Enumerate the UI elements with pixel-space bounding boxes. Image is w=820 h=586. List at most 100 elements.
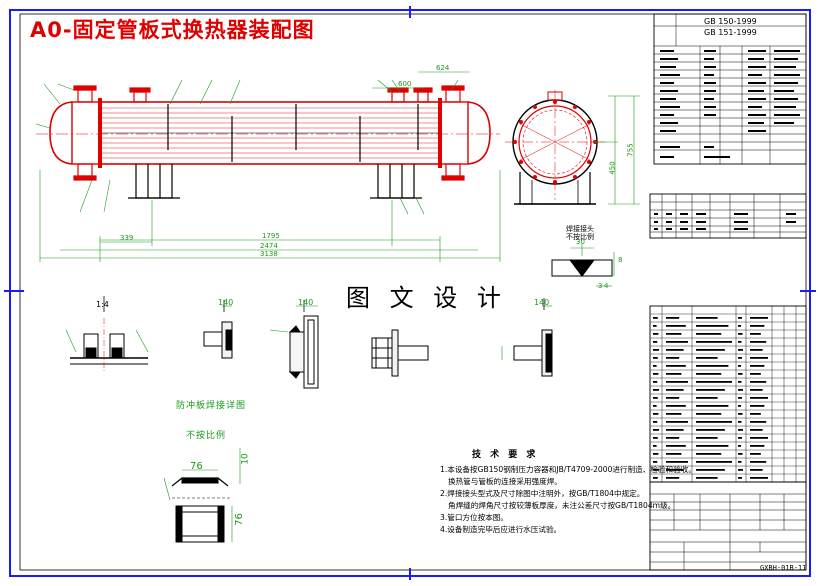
dim-1795: 1795	[262, 232, 280, 240]
detail-bolt-assembly	[371, 329, 429, 377]
dim-755: 755	[626, 143, 635, 157]
dim-624: 624	[436, 64, 450, 72]
parts-list-cell-mark	[696, 477, 718, 479]
left-head	[49, 101, 73, 165]
drawing-number: GXBH-01B-11	[760, 564, 807, 572]
parts-list-cell-mark	[653, 341, 658, 343]
parts-list-cell-mark	[666, 469, 684, 471]
parts-list-cell-mark	[738, 445, 741, 447]
dim-3138: 3138	[260, 250, 278, 258]
parts-list-cell-mark	[653, 397, 658, 399]
nozzles-top	[73, 85, 465, 103]
tube-bundle	[102, 107, 438, 159]
parts-list-cell-mark	[738, 341, 742, 343]
tech-req-4: 4.设备制造完毕后应进行水压试验。	[440, 525, 562, 534]
parts-list-cell-mark	[696, 317, 718, 319]
parts-list-cell-mark	[653, 437, 658, 439]
parts-list-cell-mark	[653, 429, 659, 431]
weld-scale-label: 不按比例	[566, 233, 594, 241]
parts-list-cell-mark	[750, 341, 767, 343]
dim-450: 450	[608, 161, 617, 175]
standard-gb150: GB 150-1999	[704, 17, 757, 26]
parts-list-cell-mark	[696, 437, 718, 439]
parts-list-cell-mark	[653, 453, 659, 455]
detail-bolt-head	[203, 300, 233, 359]
parts-list-cell-mark	[696, 445, 729, 447]
weld-label: 焊接接头	[566, 225, 594, 233]
detail-flange-1	[65, 296, 149, 372]
parts-list-cell-mark	[750, 333, 761, 335]
parts-list-cell-mark	[696, 397, 718, 399]
parts-list-cell-mark	[696, 461, 732, 463]
parts-list-cell-mark	[738, 437, 742, 439]
parts-list-cell-mark	[653, 333, 659, 335]
dim-4: 4	[604, 282, 609, 290]
dim-76-side: 76	[233, 513, 245, 526]
parts-list-cell-mark	[666, 429, 684, 431]
parts-list-cell-mark	[750, 421, 767, 423]
side-view	[505, 90, 640, 205]
parts-list-cell-mark	[738, 365, 741, 367]
parts-list-cell-mark	[696, 429, 725, 431]
tech-req-1: 1.本设备按GB150钢制压力容器和JB/T4709-2000进行制造、检验和验…	[440, 465, 696, 474]
parts-list-cell-mark	[653, 381, 658, 383]
parts-list-cell-mark	[750, 461, 767, 463]
parts-list-cell-mark	[750, 453, 761, 455]
parts-list-cell-mark	[653, 325, 657, 327]
parts-list-cell-mark	[738, 389, 743, 391]
parts-list-cell-mark	[750, 365, 765, 367]
parts-list-cell-mark	[653, 445, 657, 447]
dim-8: 8	[618, 256, 623, 264]
parts-list-cell-mark	[696, 421, 732, 423]
parts-list-cell-mark	[738, 477, 742, 479]
parts-list-cell-mark	[750, 397, 768, 399]
parts-list-cell-mark	[750, 405, 765, 407]
tech-req-3: 3.管口方位按本图。	[440, 513, 508, 522]
parts-list-cell-mark	[653, 365, 657, 367]
parts-list-cell-mark	[750, 357, 768, 359]
parts-list-cell-mark	[666, 477, 680, 479]
parts-list-cell-mark	[750, 381, 767, 383]
parts-list-cell-mark	[666, 325, 686, 327]
parts-list-cell-mark	[653, 405, 657, 407]
standard-gb151: GB 151-1999	[704, 28, 757, 37]
parts-list-cell-mark	[696, 381, 732, 383]
parts-list-cell-mark	[696, 469, 725, 471]
parts-list-cell-mark	[738, 325, 741, 327]
parts-list-cell-mark	[666, 373, 682, 375]
dim-76-top: 76	[190, 461, 203, 472]
baffles	[167, 104, 419, 162]
parts-list-cell-mark	[666, 437, 680, 439]
parts-list-cell-mark	[738, 413, 743, 415]
watermark: 图 文 设 计	[342, 278, 511, 313]
right-head	[467, 101, 491, 165]
parts-list-cell-mark	[666, 453, 682, 455]
left-channel	[71, 101, 101, 165]
parts-list-cell-mark	[653, 373, 659, 375]
parts-list-cell-mark	[738, 373, 743, 375]
parts-list-cell-mark	[750, 325, 765, 327]
parts-list-cell-mark	[696, 333, 722, 335]
parts-list-cell-mark	[750, 469, 763, 471]
detail-impingement-plate	[163, 448, 241, 543]
parts-list-cell-mark	[738, 429, 743, 431]
detail-scale-label: 1:4	[96, 300, 109, 309]
parts-list-cell-mark	[666, 413, 682, 415]
parts-list-cell-mark	[750, 445, 765, 447]
parts-list-cell-mark	[738, 405, 741, 407]
parts-list-cell-mark	[738, 381, 742, 383]
dim-140-b: 140	[298, 298, 314, 307]
parts-list-cell-mark	[666, 381, 688, 383]
detail-weld	[551, 244, 615, 287]
parts-list-cell-mark	[653, 421, 658, 423]
parts-list-cell-mark	[666, 317, 680, 319]
right-channel	[439, 101, 469, 165]
main-dimensions	[39, 71, 501, 262]
parts-list-cell-mark	[696, 325, 729, 327]
parts-list-cell-mark	[666, 421, 688, 423]
detail-tube-sheet	[501, 298, 553, 377]
parts-list-cell-mark	[666, 333, 682, 335]
parts-list-cell-mark	[750, 437, 768, 439]
dim-30: 30	[576, 238, 585, 246]
